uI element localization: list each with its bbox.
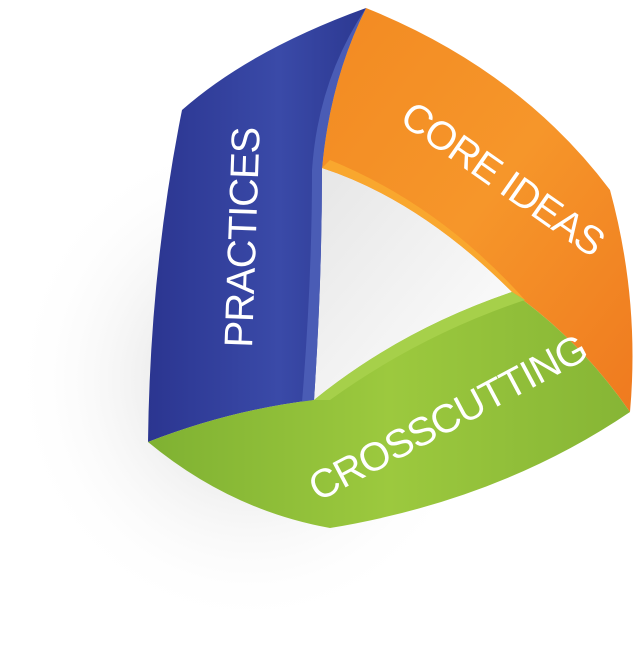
practices-label: PRACTICES: [217, 127, 269, 348]
practices-band-edge: [302, 8, 366, 402]
crosscutting-band: [148, 292, 630, 528]
crosscutting-band-top-edge: [314, 292, 525, 400]
core-ideas-band: [322, 8, 633, 412]
core-ideas-band-inner-edge: [322, 160, 525, 300]
inner-hole: [314, 168, 512, 400]
